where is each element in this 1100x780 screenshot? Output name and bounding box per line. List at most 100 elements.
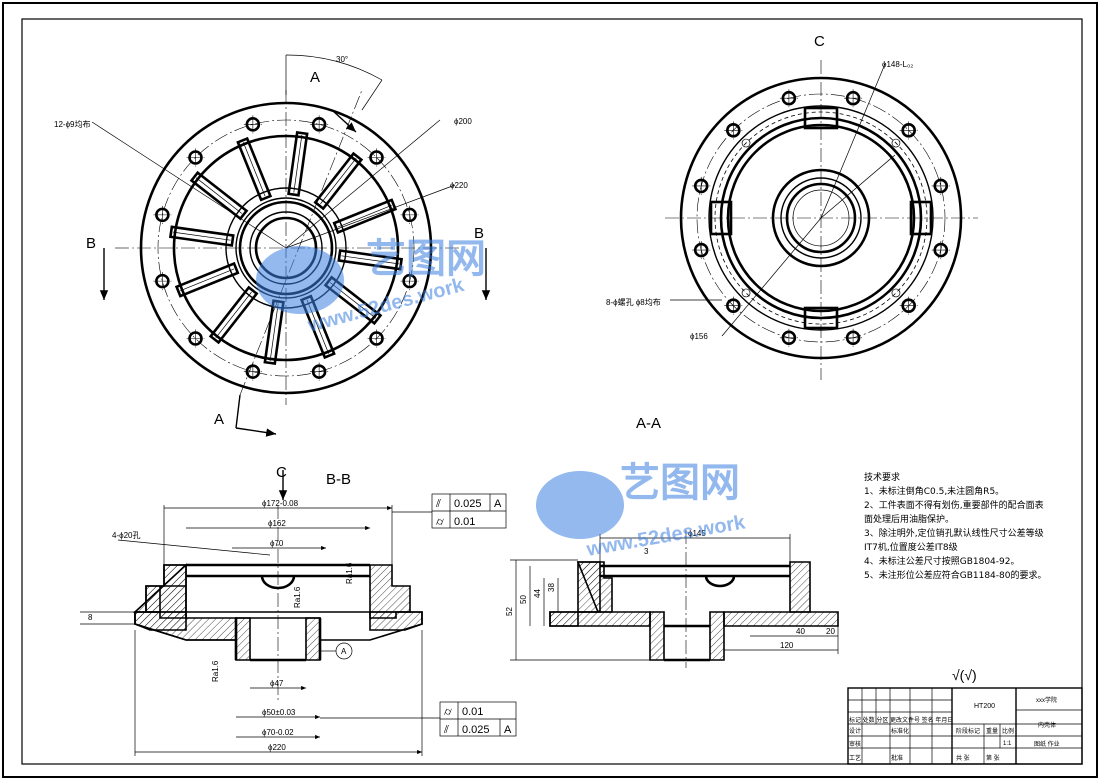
watermark-middle: 艺图网 www.52des.work [536,461,748,561]
arrow-label-b-left: B [86,235,96,252]
dim-front-angle: 30° [336,55,348,64]
dim-front-holes: 12-ϕ9均布 [54,119,91,129]
rib [287,130,309,197]
dim-bb-d47: ϕ47 [270,679,284,688]
tb-part-name: 内壳体 [1038,721,1056,729]
title-block [847,687,1083,765]
tb-check: 审核 [849,740,861,748]
c-bolt-hole [724,121,743,140]
view-c-label: C [814,33,825,50]
c-bolt-hole [931,241,950,260]
rib [189,170,249,221]
c-bolt-hole [899,296,918,315]
dim-aa-h52: 52 [505,607,514,616]
tb-drawing-no: 图纸 作业 [1034,740,1060,748]
tb-sheet-label: 共 张 [956,754,970,762]
tol-top-r2-sym: ⌭ [436,516,444,528]
section-aa [510,530,839,668]
dim-bb-d172: ϕ172-0.08 [262,499,299,508]
tb-material: HT200 [974,703,995,710]
rib [168,225,235,247]
bolt-hole [243,115,262,134]
bolt-hole [310,362,329,381]
dim-bb-h8: 8 [88,613,93,622]
tol-top-r1-val: 0.025 [454,498,482,510]
dim-front-d200: ϕ200 [454,117,472,126]
bolt-hole [400,272,419,291]
dim-bb-ra16a: Ra1.6 [345,562,354,584]
tb-weight-label: 重量 [986,727,998,735]
dim-front-d220: ϕ220 [450,181,468,190]
c-bolt-hole [779,89,798,108]
tol-bottom-r1-val: 0.01 [462,706,483,718]
dim-bb-ra16b: Ra1.6 [293,586,302,608]
c-bolt-hole [844,328,863,347]
section-aa-title: A-A [636,415,661,432]
c-bolt-hole [692,241,711,260]
section-bb-title: B-B [326,471,351,488]
dim-aa-h38: 38 [547,583,556,592]
rib [332,198,398,235]
bolt-hole [153,205,172,224]
bolt-hole [243,362,262,381]
rib [208,285,259,345]
bolt-hole [310,115,329,134]
arrow-label-a-top: A [310,69,320,86]
c-lug [909,200,933,236]
tol-top-r1-datum: A [494,498,502,510]
tb-stage-label: 阶段标记 [956,727,980,735]
watermark-brand-mid: 艺图网 [620,461,740,505]
inner-border [21,18,1083,765]
rib [337,249,404,271]
notes-line-1: 1、未标注倒角C0.5,未注圆角R5。 [864,485,1004,497]
dim-bb-d70b: ϕ70-0.02 [262,728,294,737]
notes-line-7: 5、未注形位公差应符合GB1184-80的要求。 [864,569,1046,581]
dim-bb-ra16c: Ra1.6 [211,660,220,682]
tol-bottom-r1-sym: ⌭ [444,706,452,718]
notes-title: 技术要求 [864,471,900,483]
dim-aa-w120: 120 [780,641,794,650]
dim-aa-h3: 3 [644,547,649,556]
arrow-label-a-bottom: A [214,411,224,428]
bolt-hole [367,329,386,348]
dim-c-holes: 8-ϕ螺孔 ϕ8均布 [606,297,661,307]
bolt-hole [400,205,419,224]
bolt-hole [367,148,386,167]
tb-standard: 标准化 [891,727,909,735]
tolerance-frame-top [431,493,507,529]
dim-c-d148: ϕ148-L₀₂ [882,60,913,69]
dim-aa-h50: 50 [519,595,528,604]
c-lug [803,306,839,330]
arrow-label-c: C [276,464,287,481]
notes-line-2: 2、工件表面不得有划伤,重要部件的配合面表 [864,499,1044,511]
dim-bb-holes4: 4-ϕ20孔 [112,531,141,540]
rib [313,151,364,211]
tol-top-r2-val: 0.01 [454,516,475,528]
tol-bottom-r2-datum: A [504,724,512,736]
arrow-label-b-right: B [474,225,484,242]
c-bolt-hole [899,121,918,140]
rib [174,261,240,298]
dim-bb-d50: ϕ50±0.03 [262,708,296,717]
tb-marks: 标记 处数 分区 更改文件号 签名 年月日 [849,716,953,724]
rib [236,136,273,202]
c-bolt-hole [844,89,863,108]
bolt-hole [186,329,205,348]
roughness-symbol: √(√) [952,667,977,683]
c-lug [803,106,839,130]
tolerance-frame-bottom [439,701,517,737]
c-lugs [709,106,933,330]
tol-top-r1-sym: ⫽ [435,498,441,510]
c-bolt-hole [779,328,798,347]
dim-c-d156: ϕ156 [690,332,708,341]
tol-bottom-r2-val: 0.025 [462,724,490,736]
tb-process: 工艺 [849,754,861,762]
notes-line-6: 4、未标注公差尺寸按照GB1804-92。 [864,555,1019,567]
c-lug [709,200,733,236]
tb-scale-label: 比例 [1002,727,1014,735]
c-bolt-hole [931,176,950,195]
dim-aa-h44: 44 [533,589,542,598]
notes-line-5: IT7机,位置度公差IT8级 [864,541,958,553]
